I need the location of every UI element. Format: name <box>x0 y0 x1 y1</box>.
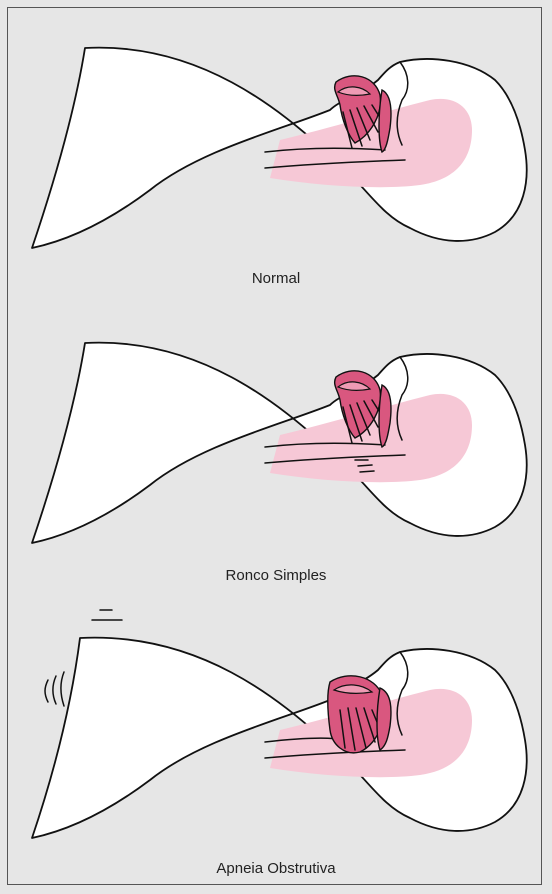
panel-ronco: Ronco Simples <box>0 295 552 593</box>
snore-marks-top <box>92 610 122 620</box>
snore-marks-side <box>45 672 64 706</box>
normal-illustration <box>0 0 552 298</box>
panel-apneia: Apneia Obstrutiva <box>0 590 552 888</box>
caption-ronco: Ronco Simples <box>0 567 552 584</box>
apneia-illustration <box>0 590 552 888</box>
panel-normal: Normal <box>0 0 552 298</box>
caption-normal: Normal <box>0 270 552 287</box>
ronco-illustration <box>0 295 552 593</box>
caption-apneia: Apneia Obstrutiva <box>0 860 552 877</box>
